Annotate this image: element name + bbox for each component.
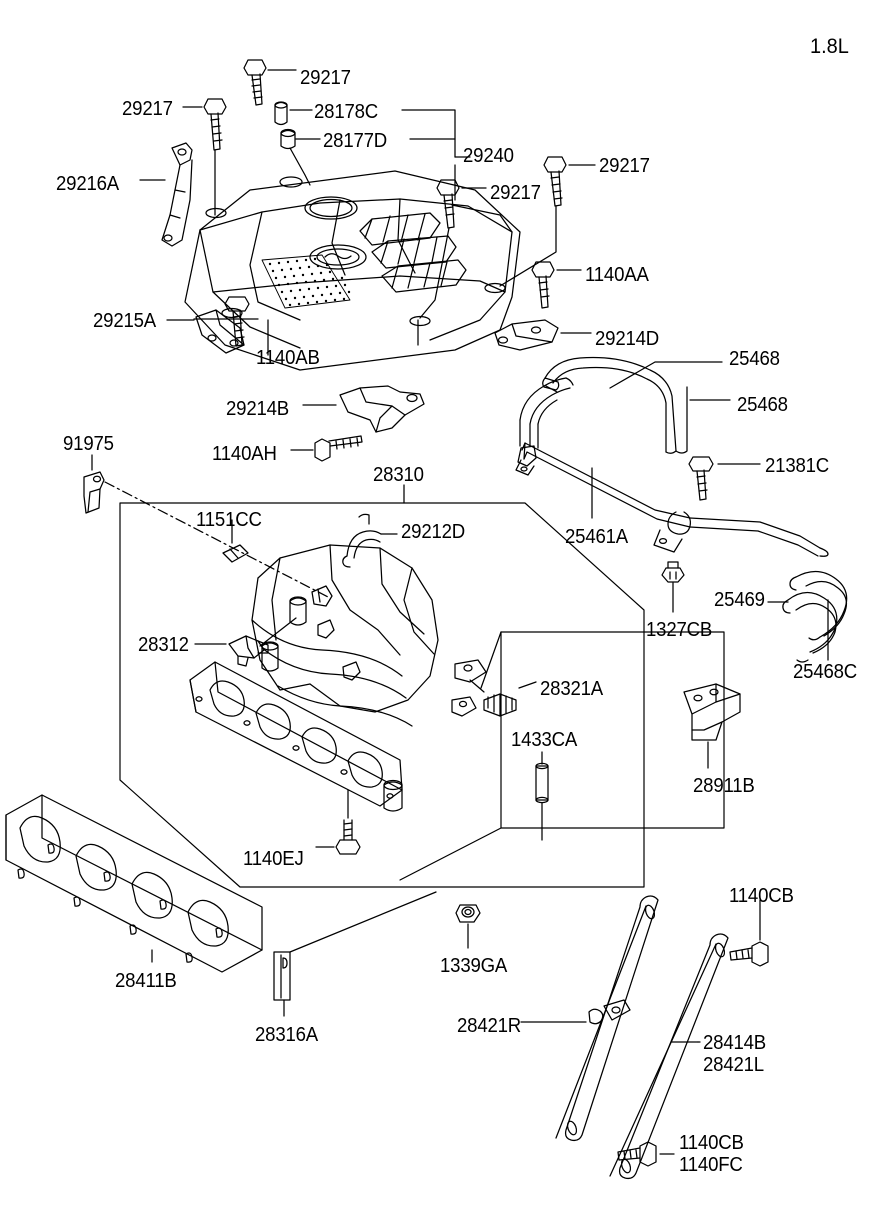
- plate-28316A: [273, 891, 437, 1017]
- stud-28321A: [469, 679, 537, 717]
- bracket-29215A: [166, 309, 245, 354]
- part-label-1140AH[interactable]: 1140AH: [212, 443, 277, 465]
- part-label-29215A[interactable]: 29215A: [93, 310, 157, 332]
- part-label-28321A[interactable]: 28321A: [540, 678, 604, 700]
- engine-displacement-badge: 1.8L: [810, 35, 849, 58]
- hose-25468C: [789, 570, 848, 661]
- part-label-1140CB-upper[interactable]: 1140CB: [729, 885, 794, 907]
- hose-25469: [767, 591, 838, 663]
- bracket-29216A: [139, 142, 193, 247]
- part-label-25469[interactable]: 25469: [714, 589, 765, 611]
- part-label-29214B[interactable]: 29214B: [226, 398, 290, 420]
- box-28310: [119, 502, 645, 888]
- part-label-1151CC[interactable]: 1151CC: [196, 509, 262, 531]
- bolt-1140AA: [531, 261, 582, 309]
- bolt-29217-mid: [419, 179, 487, 319]
- part-label-28312[interactable]: 28312: [138, 634, 189, 656]
- part-label-29217-mid[interactable]: 29217: [490, 182, 541, 204]
- bolt-1140CB-upper: [729, 899, 769, 967]
- part-label-28411B[interactable]: 28411B: [115, 970, 177, 992]
- leader-sub-box-2: [480, 631, 502, 689]
- part-label-1339GA[interactable]: 1339GA: [440, 955, 508, 977]
- part-label-1140CB-lower[interactable]: 1140CB: [679, 1132, 744, 1154]
- bolt-1140AH: [290, 435, 363, 462]
- part-label-29240[interactable]: 29240: [463, 145, 514, 167]
- bolt-29217-left: [182, 98, 227, 216]
- part-label-25468-lower[interactable]: 25468: [737, 394, 788, 416]
- part-label-28310[interactable]: 28310: [373, 464, 424, 486]
- part-label-28421R[interactable]: 28421R: [457, 1015, 522, 1037]
- part-label-29212D[interactable]: 29212D: [401, 521, 466, 543]
- part-label-29217-right-upper[interactable]: 29217: [599, 155, 650, 177]
- bolt-29217-right: [499, 156, 596, 287]
- bracket-29214B: [302, 385, 425, 433]
- part-label-29214D[interactable]: 29214D: [595, 328, 660, 350]
- part-28177D: [280, 128, 456, 186]
- part-label-28414B[interactable]: 28414B: [703, 1032, 767, 1054]
- bracket-91975: [83, 454, 105, 514]
- leader-sub-box: [399, 827, 502, 881]
- part-label-21381C[interactable]: 21381C: [765, 455, 830, 477]
- bracket-29214D: [494, 319, 592, 351]
- bolt-1140EJ: [315, 789, 361, 855]
- plug-1151CC: [222, 519, 249, 563]
- box-right-sub: [500, 631, 725, 829]
- leader-91975: [104, 481, 331, 599]
- part-label-29217-top[interactable]: 29217: [300, 67, 351, 89]
- part-label-29216A[interactable]: 29216A: [56, 173, 120, 195]
- part-label-25461A[interactable]: 25461A: [565, 526, 629, 548]
- part-label-28178C[interactable]: 28178C: [314, 101, 379, 123]
- part-label-28421L[interactable]: 28421L: [703, 1054, 764, 1076]
- part-label-25468C[interactable]: 25468C: [793, 661, 858, 683]
- part-label-1140EJ[interactable]: 1140EJ: [243, 848, 304, 870]
- bolt-21381C: [688, 456, 761, 501]
- part-label-91975[interactable]: 91975: [63, 433, 114, 455]
- dowel-pin-1433CA: [535, 751, 549, 841]
- nut-1339GA: [455, 904, 481, 949]
- intake-manifold-28310: [189, 544, 487, 812]
- engine-cover-29240: [184, 170, 521, 371]
- stay-28421R: [520, 895, 659, 1142]
- part-label-1433CA[interactable]: 1433CA: [511, 729, 578, 751]
- fitting-28312: [194, 617, 297, 667]
- part-label-25468-upper[interactable]: 25468: [729, 348, 780, 370]
- bolt-1140AB: [224, 296, 269, 356]
- part-label-28316A[interactable]: 28316A: [255, 1024, 319, 1046]
- part-label-28177D[interactable]: 28177D: [323, 130, 388, 152]
- part-label-1140FC[interactable]: 1140FC: [679, 1154, 743, 1176]
- part-label-28911B[interactable]: 28911B: [693, 775, 755, 797]
- part-label-1140AB[interactable]: 1140AB: [256, 347, 320, 369]
- hose-29212D: [342, 513, 398, 568]
- part-label-1327CB[interactable]: 1327CB: [646, 619, 713, 641]
- part-label-1140AA[interactable]: 1140AA: [585, 264, 649, 286]
- part-label-29217-left[interactable]: 29217: [122, 98, 173, 120]
- bolt-1140CB-lower: [617, 1141, 675, 1167]
- bracket-28911B: [683, 683, 741, 769]
- hose-assembly-25461A: [515, 356, 829, 557]
- bolt-29217-top: [243, 59, 297, 106]
- part-28178C: [274, 101, 456, 158]
- clip-1327CB: [661, 561, 685, 613]
- gasket-28411B: [5, 794, 263, 973]
